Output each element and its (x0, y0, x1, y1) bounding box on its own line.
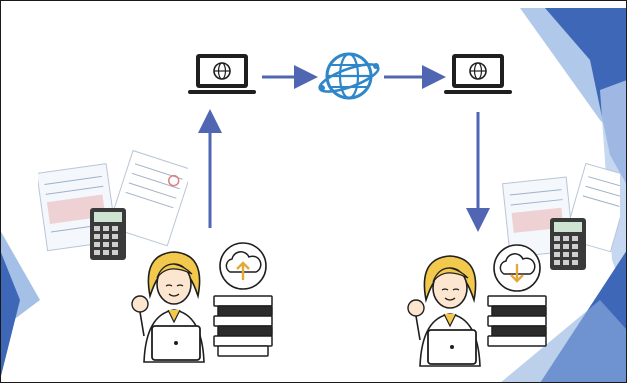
laptop-globe-icon (188, 54, 256, 94)
cloud-upload-icon (213, 242, 273, 357)
person-upload-icon (131, 251, 205, 363)
left-accent (0, 250, 20, 380)
laptop-globe-icon (444, 54, 512, 94)
person-download-icon (407, 255, 481, 367)
book-stack-icon (487, 295, 547, 347)
documents-calculator-icon (38, 149, 188, 260)
top-right-accent (545, 8, 627, 185)
book-stack-icon (213, 295, 273, 357)
documents-calculator-icon (501, 162, 620, 270)
globe-network-icon (318, 52, 380, 100)
cloud-download-icon (487, 244, 547, 347)
bottom-right-accent-light (500, 300, 627, 383)
